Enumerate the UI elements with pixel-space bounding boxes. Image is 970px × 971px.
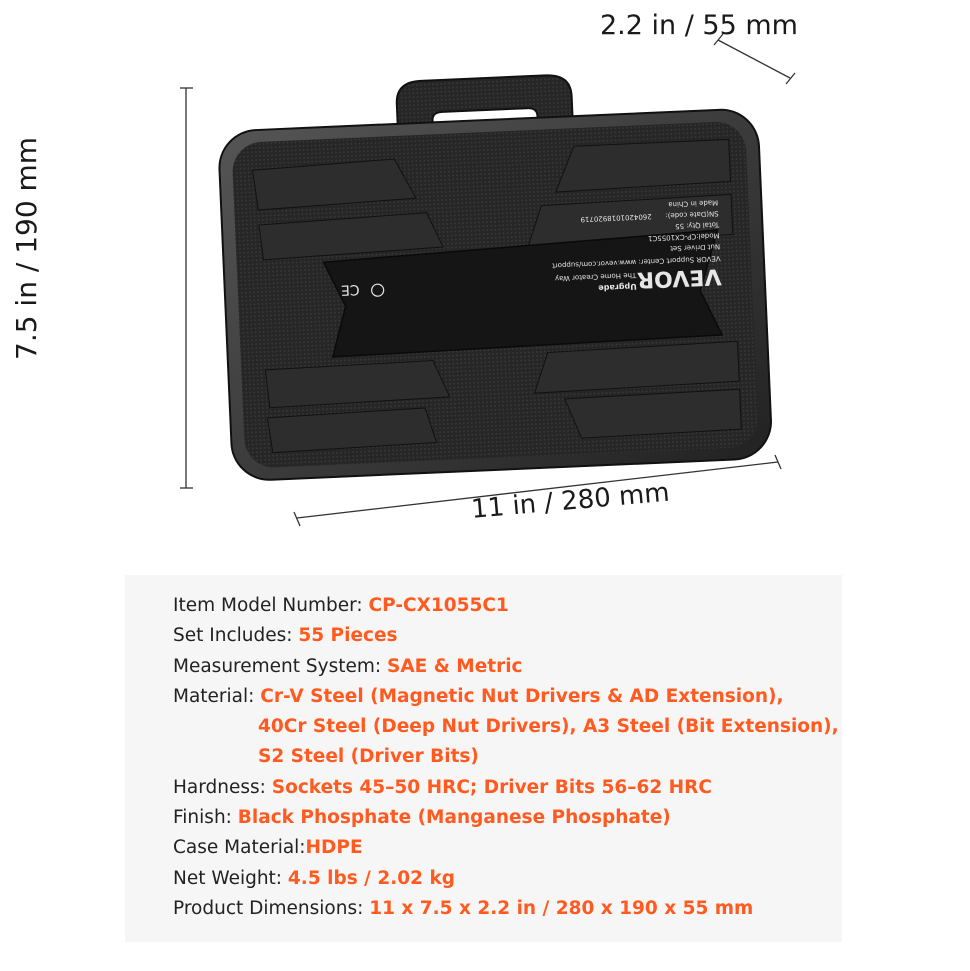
label-qty: Total Qty: 55 [675, 220, 720, 230]
product-image: VEVOR Upgrade The Home Creator Way VEVOR… [10, 10, 798, 527]
spec-panel: Item Model Number: CP-CX1055C1 Set Inclu… [125, 575, 842, 942]
case-illustration: VEVOR Upgrade The Home Creator Way VEVOR… [180, 33, 796, 527]
spec-row-model: Item Model Number: CP-CX1055C1 [173, 595, 509, 616]
spec-row-material-cont-2: S2 Steel (Driver Bits) [258, 746, 479, 768]
label-origin: Made in China [668, 198, 718, 208]
label-slogan-2: The Home Creator Way [555, 271, 638, 283]
spec-row-material: Material: Cr-V Steel (Magnetic Nut Drive… [173, 685, 784, 707]
height-dimension: 7.5 in / 190 mm [10, 136, 43, 360]
case-label: VEVOR Upgrade The Home Creator Way VEVOR… [341, 198, 722, 298]
spec-list: Item Model Number: CP-CX1055C1 Set Inclu… [173, 591, 839, 924]
spec-row-finish: Finish: Black Phosphate (Manganese Phosp… [173, 807, 671, 829]
case-body [218, 74, 772, 481]
spec-row-hardness: Hardness: Sockets 45–50 HRC; Driver Bits… [173, 776, 712, 798]
spec-row-measurement: Measurement System: SAE & Metric [173, 655, 523, 677]
spec-row-dimensions: Product Dimensions: 11 x 7.5 x 2.2 in / … [173, 897, 754, 919]
spec-row-case-material: Case Material:HDPE [173, 837, 363, 859]
label-sn: 2604201018920719 [580, 212, 652, 223]
brand-logo: VEVOR [636, 263, 721, 292]
label-product: Nut Driver Set [670, 242, 720, 252]
label-slogan-1: Upgrade [598, 282, 637, 293]
spec-row-weight: Net Weight: 4.5 lbs / 2.02 kg [173, 867, 455, 889]
depth-dimension: 2.2 in / 55 mm [600, 10, 798, 41]
spec-row-set: Set Includes: 55 Pieces [173, 625, 398, 647]
spec-row-material-cont-1: 40Cr Steel (Deep Nut Drivers), A3 Steel … [258, 716, 839, 738]
label-sn-label: SN(Date code): [665, 209, 719, 219]
ce-mark-icon: CE [341, 281, 360, 298]
label-model: Model:CP-CX1055C1 [648, 231, 720, 242]
recycle-icon [371, 283, 385, 297]
dimension-lines [180, 33, 796, 527]
